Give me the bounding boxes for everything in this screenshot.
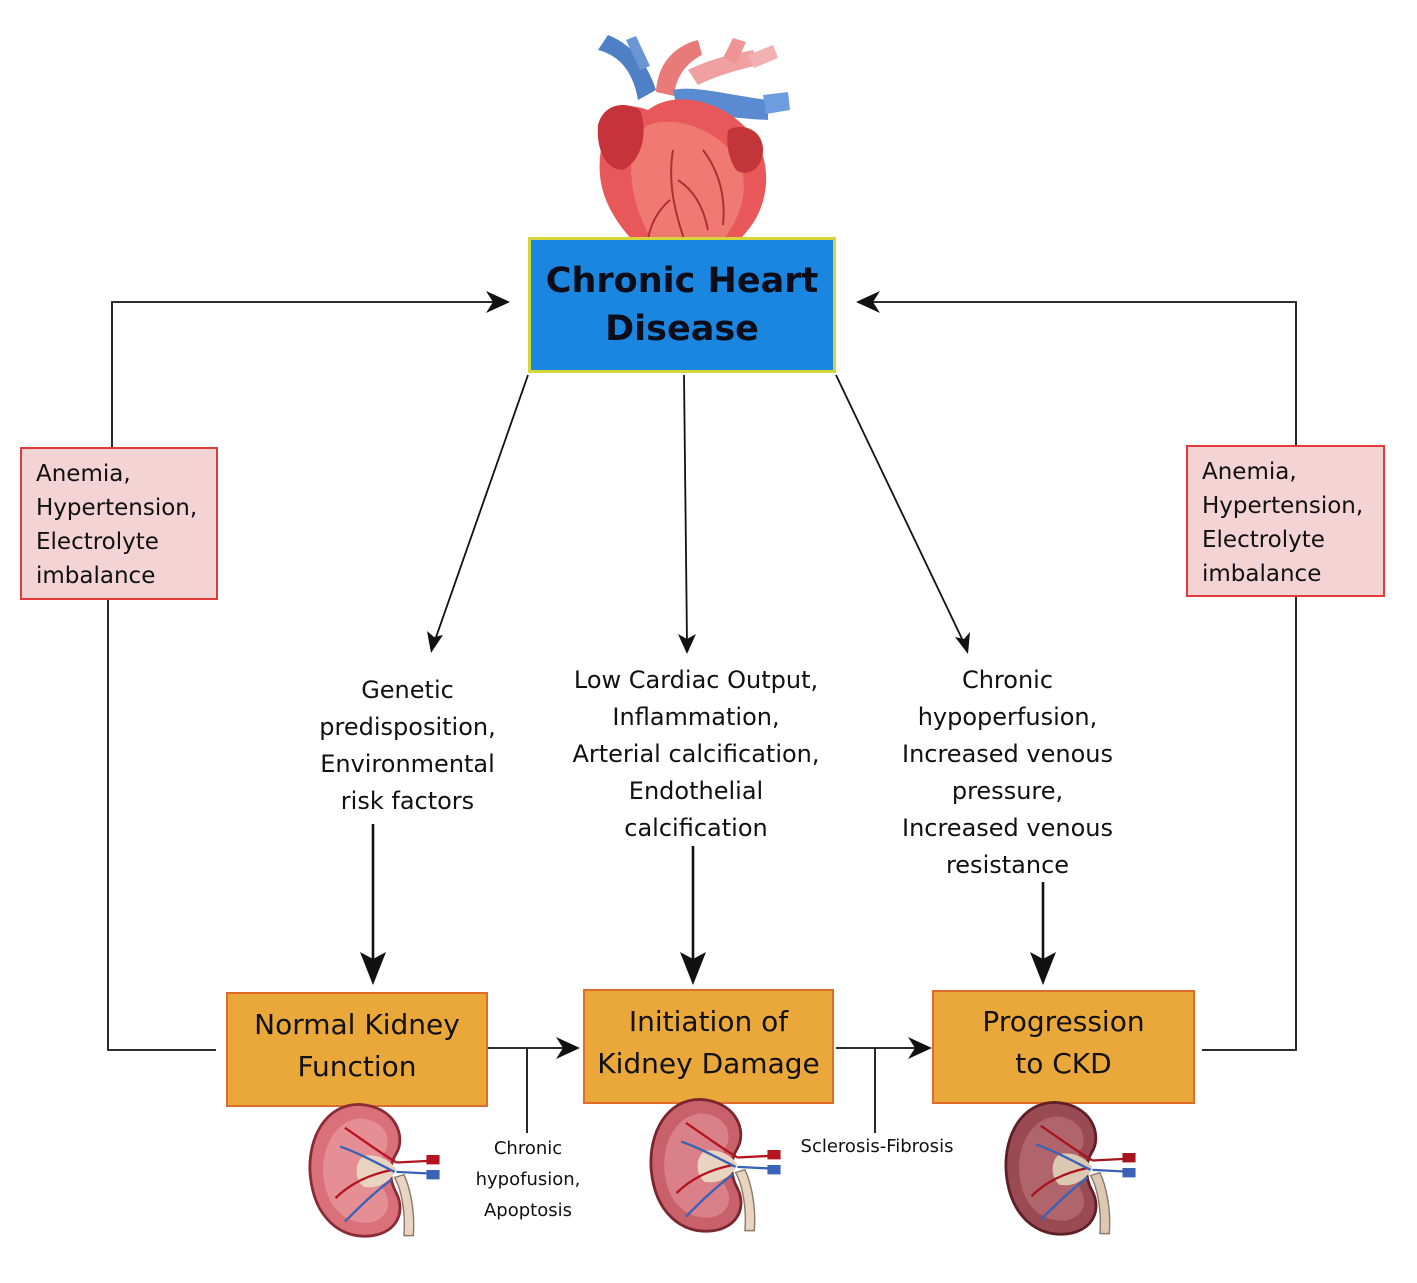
right-loop-lower (1202, 597, 1297, 1051)
genetic-line-1: Genetic (361, 676, 454, 704)
perfusion-line-1: Chronic (961, 666, 1054, 694)
normal-kidney-function-box: Normal Kidney Function (226, 992, 488, 1107)
perfusion-line-3: Increased venous (901, 740, 1113, 768)
arrowhead-left-loop (486, 291, 510, 313)
normal-line-2: Function (297, 1049, 417, 1083)
perfusion-line-4: pressure, (951, 777, 1064, 805)
kidney-damaged-icon (649, 1097, 781, 1233)
perfusion-line-5: Increased venous (901, 814, 1113, 842)
perfusion-line-6: resistance (945, 851, 1070, 879)
normal-line-1: Normal Kidney (254, 1007, 460, 1041)
transition-2-label: Sclerosis-Fibrosis (785, 1131, 969, 1162)
genetic-line-3: Environmental (320, 750, 495, 778)
transition-2-line-1: Sclerosis-Fibrosis (800, 1136, 954, 1157)
right-factor-line-4: imbalance (1202, 561, 1322, 587)
genetic-factors-label: Genetic predisposition, Environmental ri… (290, 672, 525, 820)
cardiac-mechanisms-label: Low Cardiac Output, Inflammation, Arteri… (546, 662, 846, 847)
cardiac-line-3: Arterial calcification, (572, 740, 820, 768)
left-factor-line-2: Hypertension, (36, 495, 198, 521)
kidney-normal-icon (308, 1102, 440, 1238)
left-loop-lower (107, 600, 216, 1051)
progression-line-2: to CKD (1015, 1047, 1112, 1080)
arrowhead-genetic (427, 631, 443, 653)
arrowhead-normal (360, 952, 386, 985)
cardiac-line-1: Low Cardiac Output, (573, 666, 819, 694)
arrow-to-cardiac (683, 374, 688, 644)
genetic-line-4: risk factors (340, 787, 475, 815)
cardiac-line-4: Endothelial (628, 777, 764, 805)
arrowhead-right-loop (856, 291, 880, 313)
right-factor-line-3: Electrolyte (1202, 527, 1325, 553)
main-box-line-2: Disease (605, 309, 759, 349)
left-factor-line-3: Electrolyte (36, 529, 159, 555)
main-box-line-1: Chronic Heart (545, 261, 819, 301)
kidney-ckd-icon (1004, 1100, 1136, 1236)
right-loop-upper (866, 301, 1297, 445)
perfusion-mechanisms-label: Chronic hypoperfusion, Increased venous … (870, 662, 1145, 884)
arrowhead-cardiac (678, 634, 696, 654)
progression-to-ckd-box: Progression to CKD (932, 990, 1195, 1104)
progression-line-1: Progression (982, 1005, 1145, 1038)
genetic-line-2: predisposition, (319, 713, 496, 741)
transition-1-label: Chronic hypofusion, Apoptosis (462, 1133, 594, 1226)
left-factor-line-1: Anemia, (36, 461, 131, 487)
arrowhead-perfusion (955, 632, 970, 654)
right-factor-box: Anemia, Hypertension, Electrolyte imbala… (1186, 445, 1385, 597)
arrowhead-progression (1030, 952, 1056, 985)
initiation-kidney-damage-box: Initiation of Kidney Damage (583, 989, 834, 1104)
left-factor-box: Anemia, Hypertension, Electrolyte imbala… (20, 447, 218, 600)
chronic-heart-disease-box: Chronic Heart Disease (528, 237, 836, 373)
initiation-line-2: Kidney Damage (597, 1046, 820, 1080)
transition-1-line-2: hypofusion, (475, 1169, 581, 1190)
transition-1-line-1: Chronic (493, 1138, 563, 1159)
right-factor-line-2: Hypertension, (1202, 493, 1364, 519)
arrow-to-genetic (433, 374, 529, 644)
perfusion-line-2: hypoperfusion, (917, 703, 1098, 731)
arrowhead-initiation (680, 952, 706, 985)
left-factor-line-4: imbalance (36, 563, 156, 589)
initiation-line-1: Initiation of (628, 1004, 789, 1038)
right-factor-line-1: Anemia, (1202, 459, 1297, 485)
arrowhead-transition-1 (556, 1037, 580, 1059)
transition-1-line-3: Apoptosis (483, 1200, 572, 1221)
cardiac-line-2: Inflammation, (612, 703, 780, 731)
cardiac-line-5: calcification (624, 814, 768, 842)
heart-icon (597, 35, 790, 275)
arrow-to-perfusion (835, 374, 965, 644)
left-loop-upper (111, 301, 500, 447)
arrowhead-transition-2 (908, 1037, 932, 1059)
